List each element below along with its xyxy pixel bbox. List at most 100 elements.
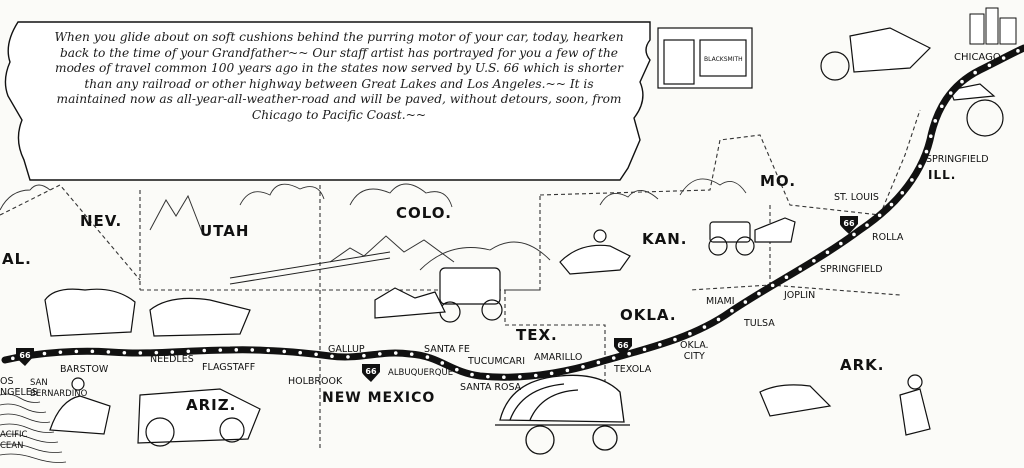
route-dot	[298, 350, 302, 355]
city-label-st-louis: ST. LOUIS	[834, 192, 879, 203]
route-dot	[486, 374, 490, 379]
route-dot	[42, 351, 47, 356]
route-dot	[730, 308, 734, 313]
state-label-utah: UTAH	[200, 222, 250, 240]
route-dot	[960, 79, 964, 84]
route-dot	[596, 360, 601, 365]
route-66-shield: 66	[14, 346, 36, 366]
route-dot	[106, 350, 111, 354]
city-label-albuquerque: ALBUQUERQUE	[388, 368, 454, 378]
route-dot	[154, 350, 159, 355]
mountain-range	[149, 194, 455, 263]
route-dot	[581, 364, 585, 369]
route-dot	[518, 375, 522, 379]
route-dot	[565, 368, 570, 373]
state-label-arkansas: ARK.	[840, 356, 885, 374]
route-66-shield: 66	[612, 336, 634, 356]
route-dot	[1001, 56, 1006, 60]
city-label-joplin: JOPLIN	[784, 290, 816, 301]
route-dot	[933, 119, 938, 123]
state-label-oklahoma: OKLA.	[620, 306, 677, 324]
route-dot	[825, 250, 830, 255]
city-label-tulsa: TULSA	[744, 318, 775, 329]
city-label-needles: NEEDLES	[150, 354, 194, 365]
horse-rider-illustration	[559, 229, 631, 275]
route-dot	[186, 349, 191, 354]
route-dot	[425, 355, 430, 359]
chicago-carriage-illustration	[820, 27, 1004, 137]
route-dot	[987, 63, 992, 68]
route-dot	[393, 351, 398, 355]
route-dot	[533, 373, 538, 378]
route-dot	[455, 367, 459, 372]
caption-text: When you glide about on soft cushions be…	[54, 30, 624, 122]
city-label-amarillo: AMARILLO	[534, 352, 583, 363]
caption-scroll-border	[4, 21, 651, 181]
city-label-santa-fe: SANTA FE	[424, 344, 470, 355]
route-dot	[627, 351, 631, 356]
city-label-santa-rosa: SANTA ROSA	[460, 382, 522, 393]
city-label-holbrook: HOLBROOK	[288, 376, 343, 387]
route-dot	[716, 317, 721, 322]
route-dot	[743, 300, 748, 304]
route-dot	[11, 356, 15, 361]
route-dot	[757, 291, 761, 296]
route-dot	[170, 350, 175, 354]
route-city-dots	[11, 49, 1020, 380]
route-dot	[314, 352, 318, 357]
state-label-new-mexico: NEW MEXICO	[322, 390, 436, 406]
city-label-barstow: BARSTOW	[60, 364, 109, 375]
route-dot	[58, 350, 63, 354]
city-label-springfield-mo: SPRINGFIELD	[820, 264, 883, 275]
route-dot	[282, 349, 287, 354]
route-dot	[910, 178, 914, 182]
chicago-skyline	[969, 7, 1017, 45]
state-label-illinois: ILL.	[928, 168, 957, 182]
route-dot	[929, 134, 933, 138]
route-dot	[642, 347, 647, 352]
route-dot	[900, 190, 905, 195]
route-dot	[688, 331, 692, 336]
city-label-tucumcari: TUCUMCARI	[468, 356, 526, 367]
route-dot	[202, 348, 207, 353]
city-label-springfield-ill: SPRINGFIELD	[926, 154, 989, 165]
route-dot	[74, 349, 79, 354]
state-label-kansas: KAN.	[642, 230, 688, 248]
route-dot	[839, 241, 843, 246]
route-dot	[658, 342, 662, 347]
traveler-illustration	[759, 374, 931, 436]
route-dot	[798, 267, 802, 271]
route-dot	[266, 348, 271, 353]
cowboy-illustration	[49, 377, 111, 435]
city-label-flagstaff: FLAGSTAFF	[202, 362, 256, 373]
railroad-bridge	[229, 251, 391, 285]
route-dot	[218, 348, 223, 352]
route-dot	[865, 223, 869, 227]
route-66-shield: 66	[360, 362, 382, 382]
route-dot	[924, 149, 929, 154]
city-label-san-bernardino: SAN BERNARDINO	[30, 378, 88, 399]
route-dot	[948, 91, 953, 95]
route-dot	[346, 355, 350, 359]
state-borders	[0, 109, 921, 450]
route-dot	[852, 232, 856, 237]
route-dot	[784, 275, 789, 280]
city-label-chicago: CHICAGO	[954, 52, 1001, 63]
route-dot	[90, 349, 95, 354]
state-label-california: AL.	[2, 250, 32, 268]
pacific-ocean-waves	[0, 393, 67, 463]
state-label-missouri: MO.	[760, 172, 797, 190]
route-dot	[877, 213, 882, 218]
route-dot	[611, 356, 616, 360]
route-dot	[549, 371, 554, 376]
route-dot	[702, 325, 707, 329]
city-label-gallup: GALLUP	[328, 344, 365, 355]
route-dot	[889, 202, 894, 207]
route-dot	[918, 164, 922, 169]
route-dot	[673, 337, 677, 342]
route-dot	[409, 352, 414, 356]
city-label-oklahoma-city: OKLA. CITY	[680, 340, 709, 362]
scenery-clouds	[0, 178, 747, 271]
label-pacific-ocean: ACIFIC CEAN	[0, 430, 28, 451]
